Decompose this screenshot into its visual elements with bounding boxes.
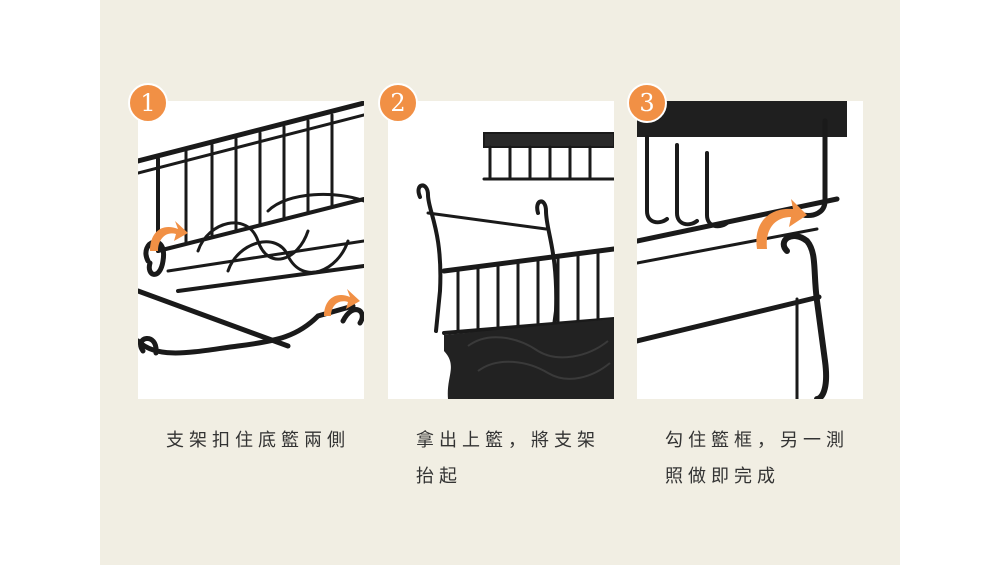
step-photo: [138, 101, 364, 399]
orange-curved-arrow-icon: [324, 289, 360, 316]
step-caption: 勾住籃框，另一測照做即完成: [665, 430, 849, 487]
orange-curved-arrow-icon: [756, 199, 807, 249]
step-3: 3 勾住籃框，另一測照做即完成: [627, 0, 863, 565]
step-number-badge: 3: [627, 83, 667, 123]
rack-bracket-photo: [138, 101, 364, 356]
step-number-badge: 2: [378, 83, 418, 123]
orange-curved-arrow-icon: [150, 221, 188, 251]
rack-hooking-photo: [637, 101, 847, 399]
step-caption: 支架扣住底籃兩側: [166, 430, 350, 451]
step-number-badge: 1: [128, 83, 168, 123]
step-2: 2: [378, 0, 614, 565]
rack-lifting-photo: [416, 132, 614, 399]
instruction-panel: 1: [100, 0, 900, 565]
step-photo: [637, 101, 863, 399]
step-photo: [388, 101, 614, 399]
step-caption: 拿出上籃，將支架抬起: [416, 430, 600, 487]
step-1: 1: [128, 0, 364, 565]
